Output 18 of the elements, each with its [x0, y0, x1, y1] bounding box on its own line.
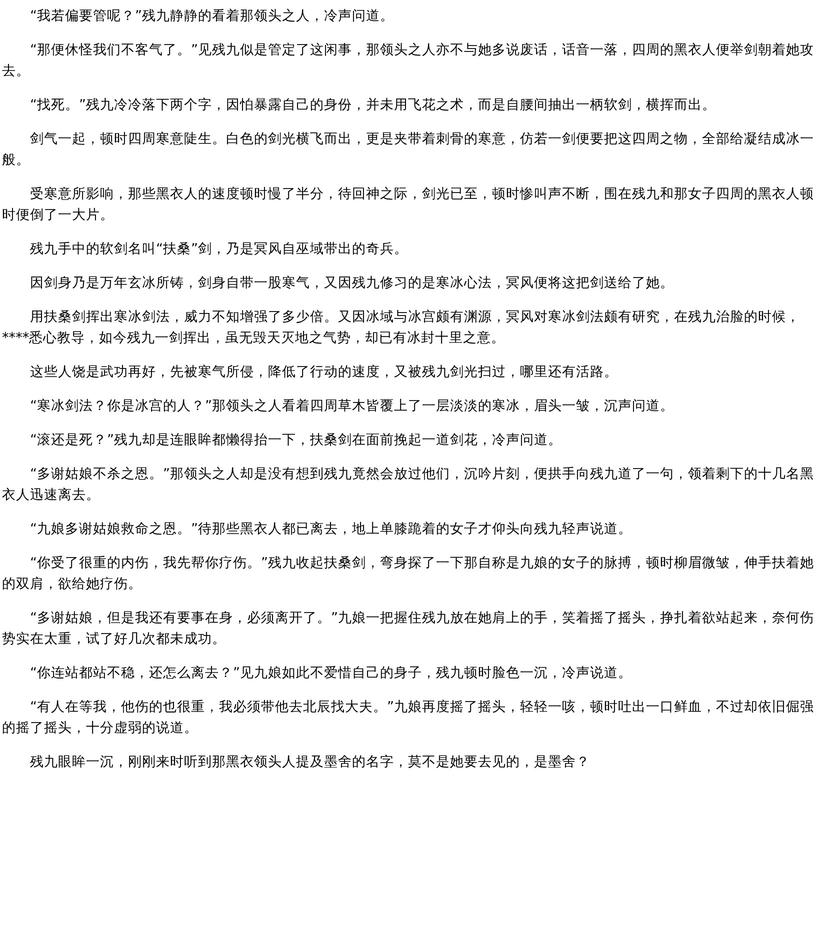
- paragraph: “九娘多谢姑娘救命之恩。”待那些黑衣人都已离去，地上单膝跪着的女子才仰头向残九轻声说道。: [29, 520, 634, 539]
- paragraph: “我若偏要管呢？”残九静静的看着那领头之人，冷声问道。: [29, 7, 396, 26]
- paragraph: “你受了很重的内伤，我先帮你疗伤。”残九收起扶桑剑，弯身探了一下那自称是九娘的女子的脉搏，顿时柳眉微皱，伸手扶着她的双肩，欲给她疗伤。: [2, 554, 816, 594]
- paragraph: “你连站都站不稳，还怎么离去？”见九娘如此不爱惜自己的身子，残九顿时脸色一沉，冷声说道。: [29, 664, 634, 683]
- paragraph: 残九手中的软剑名叫“扶桑”剑，乃是冥风自巫域带出的奇兵。: [29, 240, 410, 259]
- paragraph: 残九眼眸一沉，刚刚来时听到那黑衣领头人提及墨舍的名字，莫不是她要去见的，是墨舍？: [29, 753, 591, 772]
- paragraph: “寒冰剑法？你是冰宫的人？”那领头之人看着四周草木皆覆上了一层淡淡的寒冰，眉头一皱，沉声问道。: [29, 397, 676, 416]
- paragraph: “找死。”残九冷冷落下两个字，因怕暴露自己的身份，并未用飞花之术，而是自腰间抽出一柄软剑，横挥而出。: [29, 96, 718, 115]
- paragraph: 这些人饶是武功再好，先被寒气所侵，降低了行动的速度，又被残九剑光扫过，哪里还有活路。: [29, 363, 619, 382]
- paragraph: 因剑身乃是万年玄冰所铸，剑身自带一股寒气，又因残九修习的是寒冰心法，冥风便将这把剑送给了她。: [29, 274, 675, 293]
- paragraph: 用扶桑剑挥出寒冰剑法，威力不知增强了多少倍。又因冰域与冰宫颇有渊源，冥风对寒冰剑法颇有研究，在残九治脸的时候，****悉心教导，如今残九一剑挥出，虽无毁天灭地之气势，却已有冰封十里之意。: [2, 308, 801, 348]
- paragraph: “有人在等我，他伤的也很重，我必须带他去北辰找大夫。”九娘再度摇了摇头，轻轻一咳，顿时吐出一口鲜血，不过却依旧倔强的摇了摇头，十分虚弱的说道。: [2, 698, 816, 738]
- paragraph: 剑气一起，顿时四周寒意陡生。白色的剑光横飞而出，更是夹带着刺骨的寒意，仿若一剑便要把这四周之物，全部给凝结成冰一般。: [2, 130, 815, 170]
- paragraph: “多谢姑娘，但是我还有要事在身，必须离开了。”九娘一把握住残九放在她肩上的手，笑着摇了摇头，挣扎着欲站起来，奈何伤势实在太重，试了好几次都未成功。: [2, 609, 816, 649]
- paragraph: “多谢姑娘不杀之恩。”那领头之人却是没有想到残九竟然会放过他们，沉吟片刻，便拱手向残九道了一句，领着剩下的十几名黑衣人迅速离去。: [2, 465, 816, 505]
- paragraph: “那便休怪我们不客气了。”见残九似是管定了这闲事，那领头之人亦不与她多说废话，话音一落，四周的黑衣人便举剑朝着她攻去。: [2, 41, 816, 81]
- paragraph: 受寒意所影响，那些黑衣人的速度顿时慢了半分，待回神之际，剑光已至，顿时惨叫声不断，围在残九和那女子四周的黑衣人顿时便倒了一大片。: [2, 185, 815, 225]
- paragraph: “滚还是死？”残九却是连眼眸都懒得抬一下，扶桑剑在面前挽起一道剑花，冷声问道。: [29, 431, 564, 450]
